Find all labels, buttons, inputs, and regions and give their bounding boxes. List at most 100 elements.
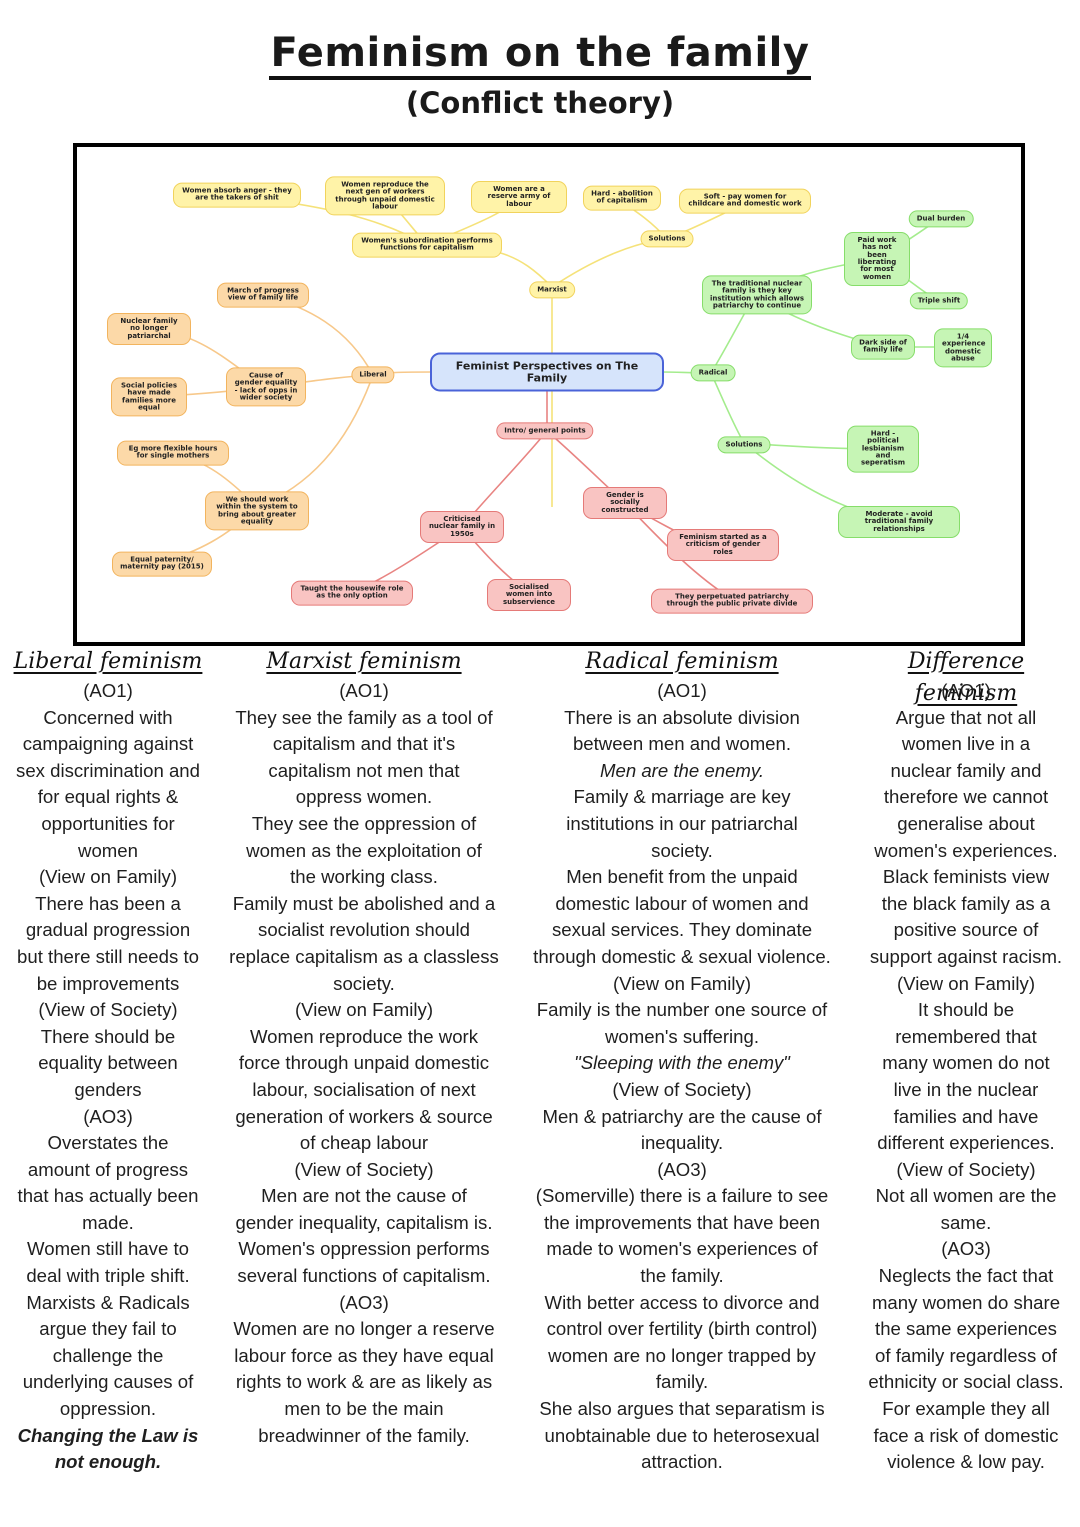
column-line: gradual progression	[25, 919, 191, 941]
column-line: (Somerville) there is a failure to see	[535, 1185, 829, 1207]
column-line: (AO3)	[83, 1105, 133, 1127]
liberal-policies-node: Social policies have made families more …	[111, 377, 187, 417]
column-line: of family regardless of	[875, 1344, 1057, 1366]
marxist-node: Marxist	[529, 281, 575, 299]
column-line: Marxists & Radicals	[26, 1291, 190, 1313]
liberal-cause-node: Cause of gender equality - lack of opps …	[226, 367, 306, 407]
column-line: labour force as they have equal	[234, 1344, 494, 1366]
difference-feminism-column: Difference feminism (AO1)Argue that not …	[856, 646, 1076, 1476]
column-line: rights to work & are as likely as	[235, 1371, 493, 1393]
column-line: (View on Family)	[38, 866, 178, 888]
column-line: Black feminists view	[882, 866, 1050, 888]
column-line: the working class.	[290, 866, 438, 888]
marxist-hard-node: Hard - abolition of capitalism	[583, 185, 661, 211]
intro-criticised-node: Criticised nuclear family in 1950s	[420, 510, 504, 544]
column-line: women	[78, 839, 138, 861]
column-line: (View of Society)	[294, 1158, 434, 1180]
marxist-subordination-node: Women's subordination performs functions…	[352, 232, 502, 258]
intro-taught-node: Taught the housewife role as the only op…	[291, 580, 413, 606]
column-line: live in the nuclear	[893, 1078, 1039, 1100]
center-node: Feminist Perspectives on The Family	[430, 352, 664, 392]
marxist-anger-node: Women absorb anger - they are the takers…	[173, 182, 301, 208]
radical-hard-node: Hard - political lesbianism and seperati…	[847, 425, 919, 473]
liberal-march-node: March of progress view of family life	[217, 282, 309, 308]
mind-map: Feminist Perspectives on The Family Marx…	[73, 143, 1025, 646]
column-line: many women do share	[871, 1291, 1061, 1313]
column-line: of cheap labour	[299, 1132, 429, 1154]
column-line: inequality.	[640, 1132, 724, 1154]
column-line: different experiences.	[877, 1132, 1055, 1154]
column-line: (AO1)	[83, 680, 133, 701]
column-line: Family must be abolished and a	[232, 892, 496, 914]
column-line: face a risk of domestic	[873, 1424, 1059, 1446]
column-line: Women reproduce the work	[249, 1025, 479, 1047]
column-line: They see the family as a tool of	[235, 706, 493, 728]
page-subtitle: (Conflict theory)	[405, 86, 675, 120]
column-line: amount of progress	[27, 1158, 189, 1180]
radical-dual-node: Dual burden	[908, 210, 974, 228]
column-line: Men are the enemy.	[600, 759, 764, 781]
column-line: (AO1)	[941, 680, 991, 701]
column-line: campaigning against	[22, 733, 194, 755]
column-line: (AO1)	[657, 680, 707, 701]
column-line: domestic labour of women and	[555, 892, 809, 914]
column-line: made to women's experiences of	[546, 1238, 818, 1260]
marxist-soft-node: Soft - pay women for childcare and domes…	[679, 188, 811, 214]
column-line: not enough.	[54, 1451, 162, 1473]
column-line: For example they all	[882, 1398, 1050, 1420]
column-heading: Marxist feminism	[266, 649, 462, 674]
column-line: Family is the number one source of	[536, 999, 828, 1021]
column-line: sexual services. They dominate	[551, 919, 813, 941]
column-heading: Radical feminism	[585, 649, 779, 674]
column-line: They see the oppression of	[251, 812, 477, 834]
radical-traditional-node: The traditional nuclear family is they k…	[702, 275, 812, 315]
radical-solutions-node: Solutions	[717, 436, 771, 454]
column-line: capitalism and that it's	[272, 733, 456, 755]
radical-node: Radical	[690, 364, 736, 382]
intro-perpetuated-node: They perpetuated patriarchy through the …	[651, 588, 813, 614]
liberal-nuclear-node: Nuclear family no longer patriarchal	[107, 312, 191, 346]
column-line: There is an absolute division	[564, 706, 800, 728]
liberal-paternity-node: Equal paternity/ maternity pay (2015)	[112, 551, 212, 577]
radical-quarter-node: 1/4 experience domestic abuse	[934, 328, 992, 368]
column-line: the black family as a	[881, 892, 1051, 914]
column-line: deal with triple shift.	[26, 1265, 190, 1287]
column-line: Concerned with	[43, 706, 173, 728]
column-line: Not all women are the	[875, 1185, 1057, 1207]
column-line: but there still needs to	[17, 945, 199, 967]
column-line: therefore we cannot	[883, 786, 1049, 808]
column-line: between men and women.	[572, 733, 792, 755]
column-line: challenge the	[52, 1344, 164, 1366]
radical-moderate-node: Moderate - avoid traditional family rela…	[838, 505, 960, 539]
liberal-node: Liberal	[351, 366, 395, 384]
column-line: support against racism.	[869, 945, 1063, 967]
column-line: argue they fail to	[39, 1318, 177, 1340]
column-line: "Sleeping with the enemy"	[574, 1052, 790, 1074]
column-line: the family.	[640, 1265, 724, 1287]
column-line: gender inequality, capitalism is.	[235, 1211, 493, 1233]
column-line: opportunities for	[41, 812, 175, 834]
column-line: nuclear family and	[890, 759, 1042, 781]
column-line: (View on Family)	[612, 972, 752, 994]
column-line: Men & patriarchy are the cause of	[542, 1105, 822, 1127]
column-line: underlying causes of	[22, 1371, 194, 1393]
column-line: remembered that	[895, 1025, 1037, 1047]
column-line: Women still have to	[27, 1238, 189, 1260]
column-heading: Liberal feminism	[13, 649, 203, 674]
liberal-feminism-column: Liberal feminism (AO1) Concerned with camp…	[0, 646, 216, 1476]
column-line: There should be	[40, 1025, 176, 1047]
column-line: ethnicity or social class.	[868, 1371, 1064, 1393]
column-line: oppression.	[59, 1398, 157, 1420]
column-line: Men are not the cause of	[261, 1185, 467, 1207]
column-line: (View of Society)	[612, 1078, 752, 1100]
column-line: be improvements	[36, 972, 180, 994]
column-line: (AO3)	[339, 1291, 389, 1313]
column-line: Women are no longer a reserve	[233, 1318, 495, 1340]
column-line: made.	[82, 1211, 134, 1233]
column-line: Women's oppression performs	[238, 1238, 490, 1260]
marxist-reproduce-node: Women reproduce the next gen of workers …	[325, 176, 445, 216]
column-line: Overstates the	[47, 1132, 169, 1154]
column-line: There has been a	[35, 892, 181, 914]
liberal-work-within-node: We should work within the system to brin…	[205, 491, 309, 531]
